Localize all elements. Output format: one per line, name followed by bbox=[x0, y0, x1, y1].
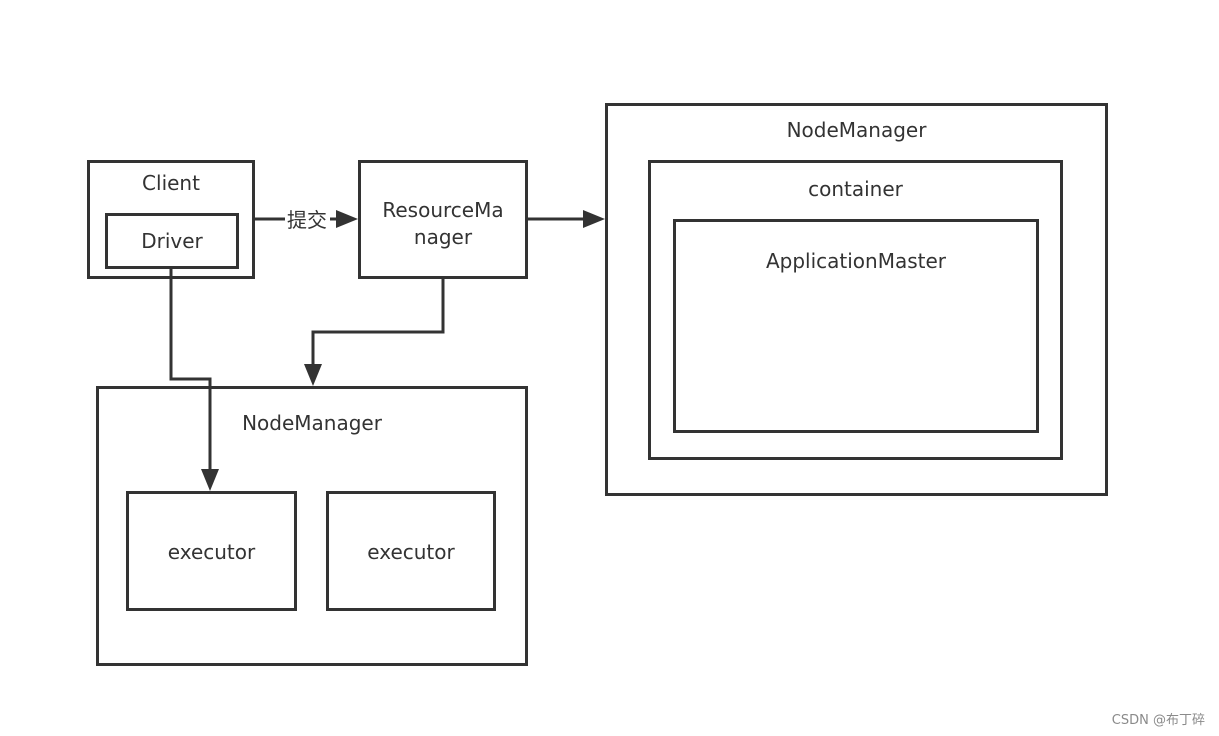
executor-box: executor bbox=[326, 491, 496, 611]
resource-manager-box: ResourceMa nager bbox=[358, 160, 528, 279]
resource-manager-label-line2: nager bbox=[413, 225, 473, 249]
container-label: container bbox=[808, 177, 903, 201]
executor-box: executor bbox=[126, 491, 297, 611]
node-manager-right-label: NodeManager bbox=[786, 118, 927, 142]
rm-to-nm-bottom-arrowhead bbox=[304, 364, 322, 386]
driver-to-executor-connector bbox=[169, 269, 212, 469]
application-master-label: ApplicationMaster bbox=[765, 249, 947, 273]
node-manager-bottom-label: NodeManager bbox=[242, 411, 382, 435]
submit-arrowhead bbox=[336, 210, 358, 228]
executor-label: executor bbox=[367, 540, 455, 564]
submit-edge-label: 提交 bbox=[287, 208, 327, 232]
driver-box: Driver bbox=[105, 213, 239, 269]
driver-to-executor-arrowhead bbox=[201, 469, 219, 491]
resource-manager-label-line1: ResourceMa bbox=[382, 198, 504, 222]
rm-to-nm-right-arrowhead bbox=[583, 210, 605, 228]
client-label: Client bbox=[142, 171, 200, 195]
driver-label: Driver bbox=[141, 229, 203, 253]
rm-to-nm-bottom-connector bbox=[311, 279, 445, 364]
watermark: CSDN @布丁碎 bbox=[1111, 713, 1205, 728]
executor-label: executor bbox=[167, 540, 256, 564]
application-master-box: ApplicationMaster bbox=[673, 219, 1039, 433]
